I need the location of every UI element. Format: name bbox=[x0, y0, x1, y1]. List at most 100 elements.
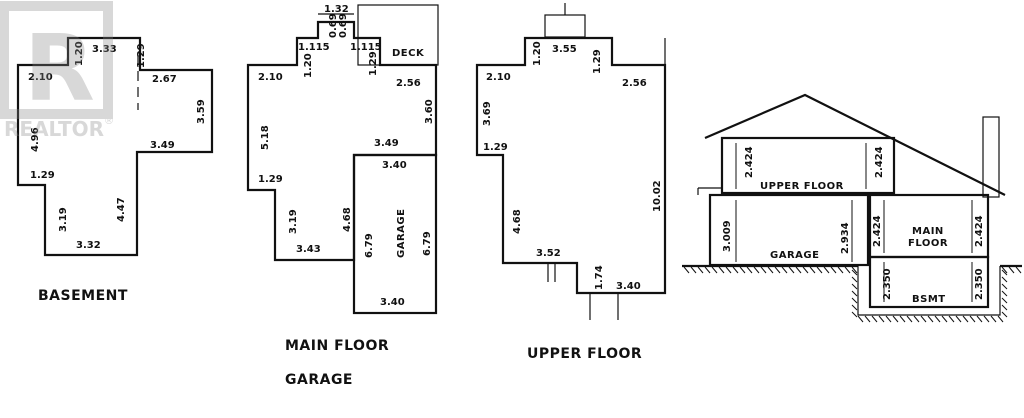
realtor-logo-frame bbox=[0, 1, 113, 119]
hatch-mark bbox=[1001, 283, 1008, 290]
dim-label: 2.424 bbox=[872, 215, 883, 247]
deck-outline bbox=[357, 4, 439, 66]
dim-label: 3.40 bbox=[382, 160, 407, 171]
upper-floor-caption: UPPER FLOOR bbox=[527, 346, 642, 362]
hatch-mark bbox=[892, 315, 899, 323]
dim-label: 1.29 bbox=[30, 170, 55, 181]
dim-label: 1.29 bbox=[483, 142, 508, 153]
dim-label: 4.68 bbox=[342, 207, 353, 232]
dim-label: 2.56 bbox=[622, 78, 647, 89]
main-floor-caption: MAIN FLOOR bbox=[285, 338, 389, 354]
hatch-mark bbox=[997, 315, 1004, 323]
dim-label: 2.67 bbox=[152, 74, 177, 85]
dim-label: 1.20 bbox=[74, 41, 85, 66]
dim-label: 1.29 bbox=[368, 51, 379, 76]
section-upper-floor-label: UPPER FLOOR bbox=[760, 181, 844, 192]
basement-caption: BASEMENT bbox=[38, 288, 128, 304]
dim-label: 6.79 bbox=[364, 233, 375, 258]
dim-label: 3.59 bbox=[196, 99, 207, 124]
hatch-mark bbox=[1001, 311, 1008, 318]
realtor-watermark: R REALTOR ® bbox=[0, 1, 114, 141]
garage-label: GARAGE bbox=[396, 209, 407, 258]
hatch-mark bbox=[857, 315, 864, 323]
hatch-mark bbox=[781, 266, 788, 274]
hatch-mark bbox=[767, 266, 774, 274]
section-garage-label: GARAGE bbox=[770, 250, 819, 261]
dim-label: 2.424 bbox=[874, 146, 885, 178]
dim-label: 3.49 bbox=[150, 140, 175, 151]
dim-label: 3.32 bbox=[76, 240, 101, 251]
hatch-mark bbox=[725, 266, 732, 274]
section-floor-label: FLOOR bbox=[908, 238, 948, 249]
dim-label: 4.96 bbox=[30, 127, 41, 152]
hatch-mark bbox=[927, 315, 934, 323]
dim-label: 0.69 bbox=[338, 13, 349, 38]
dim-label: 4.68 bbox=[512, 209, 523, 234]
realtor-wordmark: REALTOR bbox=[4, 117, 104, 141]
dim-label: 3.43 bbox=[296, 244, 321, 255]
hatch-mark bbox=[851, 311, 858, 318]
hatch-mark bbox=[1001, 269, 1008, 276]
hatch-mark bbox=[851, 269, 858, 276]
hatch-mark bbox=[802, 266, 809, 274]
deck-label: DECK bbox=[392, 48, 425, 59]
upper-floor-plan: 1.20 3.55 1.29 2.10 2.56 3.69 1.29 10.02… bbox=[475, 3, 667, 320]
dim-label: 3.33 bbox=[92, 44, 117, 55]
hatch-mark bbox=[913, 315, 920, 323]
hatch-mark bbox=[795, 266, 802, 274]
upper-floor-outline bbox=[475, 36, 667, 295]
dim-label: 3.52 bbox=[536, 248, 561, 259]
basement-box bbox=[868, 255, 990, 309]
hatch-mark bbox=[871, 315, 878, 323]
hatch-mark bbox=[788, 266, 795, 274]
ground-hatch bbox=[683, 266, 1022, 323]
hatch-mark bbox=[704, 266, 711, 274]
hatch-mark bbox=[830, 266, 837, 274]
garage-caption: GARAGE bbox=[285, 372, 353, 388]
dim-label: 2.10 bbox=[486, 72, 511, 83]
dim-label: 3.60 bbox=[424, 99, 435, 124]
hatch-mark bbox=[906, 315, 913, 323]
basement-outline bbox=[16, 36, 214, 257]
hatch-mark bbox=[899, 315, 906, 323]
dim-label: 1.20 bbox=[532, 41, 543, 66]
hatch-mark bbox=[1001, 290, 1008, 297]
section-view: 2.424 2.424 UPPER FLOOR 3.009 GARAGE 2.9… bbox=[682, 93, 1022, 323]
hatch-mark bbox=[683, 266, 690, 274]
dim-label: 1.115 bbox=[298, 42, 330, 53]
dim-label: 2.424 bbox=[744, 146, 755, 178]
hatch-mark bbox=[844, 266, 851, 274]
dim-label: 2.10 bbox=[28, 72, 53, 83]
hatch-mark bbox=[1015, 266, 1022, 274]
dim-label: 1.29 bbox=[592, 49, 603, 74]
garage-outline bbox=[352, 153, 438, 315]
hatch-mark bbox=[962, 315, 969, 323]
hatch-mark bbox=[746, 266, 753, 274]
dim-label: 2.934 bbox=[840, 222, 851, 254]
dim-label: 3.40 bbox=[616, 281, 641, 292]
hatch-mark bbox=[1001, 304, 1008, 311]
hatch-mark bbox=[1001, 266, 1008, 274]
hatch-mark bbox=[969, 315, 976, 323]
dim-label: 5.18 bbox=[260, 125, 271, 150]
section-bsmt-label: BSMT bbox=[912, 294, 946, 305]
hatch-mark bbox=[718, 266, 725, 274]
dim-label: 2.350 bbox=[974, 268, 985, 300]
hatch-mark bbox=[864, 315, 871, 323]
hatch-mark bbox=[851, 304, 858, 311]
hatch-mark bbox=[753, 266, 760, 274]
hatch-mark bbox=[739, 266, 746, 274]
dim-label: 10.02 bbox=[652, 180, 663, 212]
dim-label: 3.19 bbox=[58, 207, 69, 232]
hatch-mark bbox=[955, 315, 962, 323]
hatch-mark bbox=[878, 315, 885, 323]
dim-label: 2.56 bbox=[396, 78, 421, 89]
chimney-outline bbox=[544, 14, 586, 38]
section-chimney bbox=[982, 116, 1000, 198]
hatch-mark bbox=[1001, 297, 1008, 304]
dim-label: 3.69 bbox=[482, 101, 493, 126]
hatch-mark bbox=[920, 315, 927, 323]
dim-label: 2.424 bbox=[974, 215, 985, 247]
hatch-mark bbox=[1001, 276, 1008, 283]
